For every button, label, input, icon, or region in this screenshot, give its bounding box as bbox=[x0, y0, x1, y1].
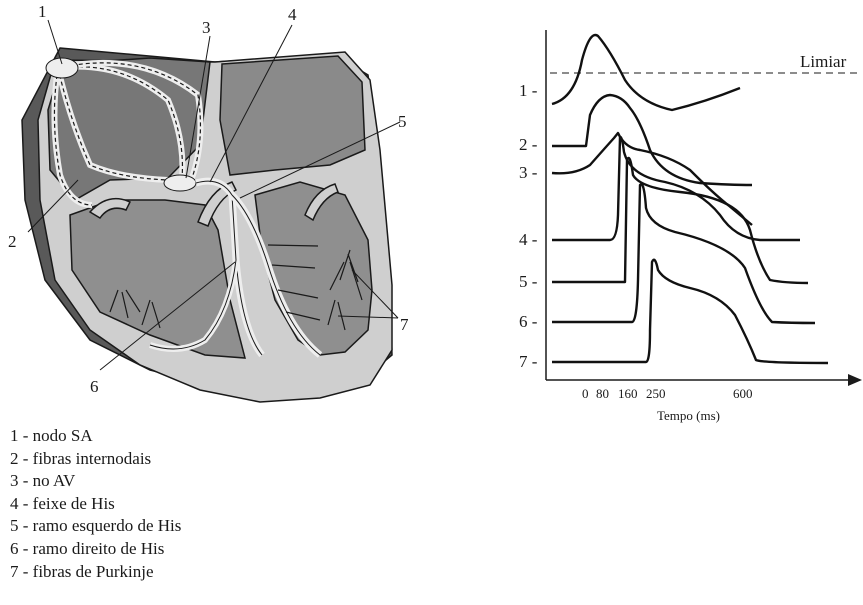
heart-diagram: 1 2 3 4 5 6 7 bbox=[8, 2, 409, 402]
heart-callout-7: 7 bbox=[400, 315, 409, 334]
heart-callout-6: 6 bbox=[90, 377, 99, 396]
heart-callout-2: 2 bbox=[8, 232, 17, 251]
action-potential-graph: Limiar 1 - 2 - 3 - 4 - 5 - 6 - 7 - 0 80 … bbox=[519, 30, 862, 423]
curve-label-4: 4 - bbox=[519, 230, 538, 249]
curve-label-7: 7 - bbox=[519, 352, 538, 371]
curve-7-purkinje bbox=[552, 260, 828, 363]
curve-label-1: 1 - bbox=[519, 81, 538, 100]
legend-item: 3 - no AV bbox=[10, 470, 181, 493]
threshold-label: Limiar bbox=[800, 52, 847, 71]
curve-6-right-branch bbox=[552, 184, 815, 323]
legend-item: 2 - fibras internodais bbox=[10, 448, 181, 471]
x-tick-160: 160 bbox=[618, 386, 638, 401]
legend-item: 4 - feixe de His bbox=[10, 493, 181, 516]
legend: 1 - nodo SA 2 - fibras internodais 3 - n… bbox=[10, 425, 181, 583]
left-atrium-chamber bbox=[220, 56, 365, 175]
x-axis-arrowhead bbox=[848, 374, 862, 386]
heart-callout-1: 1 bbox=[38, 2, 47, 21]
av-node bbox=[164, 175, 196, 191]
sa-node bbox=[46, 58, 78, 78]
legend-item: 5 - ramo esquerdo de His bbox=[10, 515, 181, 538]
curve-2-internodal bbox=[552, 95, 752, 185]
legend-item: 6 - ramo direito de His bbox=[10, 538, 181, 561]
heart-callout-4: 4 bbox=[288, 5, 297, 24]
curve-4-his-bundle bbox=[552, 137, 800, 240]
curve-label-2: 2 - bbox=[519, 135, 538, 154]
legend-item: 7 - fibras de Purkinje bbox=[10, 561, 181, 584]
x-tick-600: 600 bbox=[733, 386, 753, 401]
x-tick-250: 250 bbox=[646, 386, 666, 401]
heart-callout-5: 5 bbox=[398, 112, 407, 131]
x-tick-0: 0 bbox=[582, 386, 589, 401]
legend-item: 1 - nodo SA bbox=[10, 425, 181, 448]
x-tick-80: 80 bbox=[596, 386, 609, 401]
x-axis-title: Tempo (ms) bbox=[657, 408, 720, 423]
curve-label-6: 6 - bbox=[519, 312, 538, 331]
action-potential-curves bbox=[552, 35, 828, 363]
heart-callout-3: 3 bbox=[202, 18, 211, 37]
curve-label-3: 3 - bbox=[519, 163, 538, 182]
curve-label-5: 5 - bbox=[519, 272, 538, 291]
